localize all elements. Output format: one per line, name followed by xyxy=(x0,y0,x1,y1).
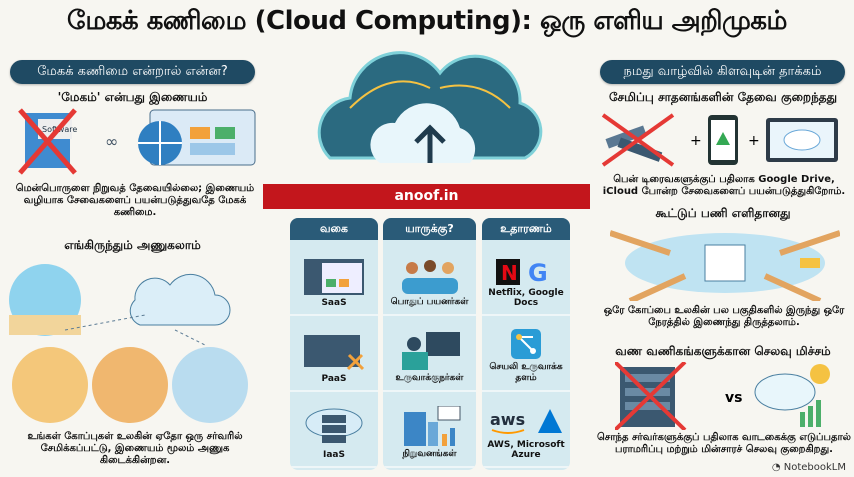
table-cell-users: பொதுப் பயனர்கள் xyxy=(383,240,476,316)
office-desktop-icon xyxy=(172,347,248,423)
left-section-header: மேகக் கணிமை என்றால் என்ன? xyxy=(10,60,255,84)
plus-icon: + xyxy=(690,133,702,149)
developer-icon xyxy=(401,332,460,370)
right-section-header: நமது வாழ்வில் கிளவுடின் தாக்கம் xyxy=(600,60,845,84)
cloud-dollar-icon xyxy=(754,373,816,411)
app-builder-icon xyxy=(511,329,541,359)
right-s1-title: சேமிப்பு சாதனங்களின் தேவை குறைந்தது xyxy=(608,90,838,104)
table-column-audience: யாருக்கு? பொதுப் பயனர்கள் உருவாக்குநர்கள… xyxy=(383,218,476,470)
left-s2-title: எங்கிருந்தும் அணுகலாம் xyxy=(64,238,201,252)
buildings-growth-icon xyxy=(403,406,460,446)
people-group-icon xyxy=(401,260,458,294)
cloud-upload-illustration xyxy=(317,51,543,163)
column-header: யாருக்கு? xyxy=(383,218,476,240)
server-rack-icon xyxy=(615,362,687,430)
software-box-icon: Software xyxy=(18,108,77,175)
svg-text:aws: aws xyxy=(490,410,525,429)
code-tools-icon xyxy=(304,335,364,371)
web-app-icon xyxy=(304,259,364,295)
table-cell-paas: PaaS xyxy=(290,316,378,392)
globe-browser-icon xyxy=(138,109,256,166)
server-cloud-icon xyxy=(305,408,363,443)
link-icon: ∞ xyxy=(105,132,118,151)
left-s1-text: மென்பொருளை நிறுவத் தேவையில்லை; இணையம் வழ… xyxy=(15,183,255,218)
site-banner: anoof.in xyxy=(263,184,590,209)
table-cell-companies: நிறுவனங்கள் xyxy=(383,392,476,468)
access-anywhere-illustration xyxy=(9,264,248,423)
column-header: உதாரணம் xyxy=(482,218,570,240)
shared-document-icon xyxy=(704,244,746,282)
vs-label: vs xyxy=(725,390,742,406)
table-cell-app-platform: செயலி உருவாக்க தளம் xyxy=(482,316,570,392)
table-column-type: வகை SaaS PaaS IaaS xyxy=(290,218,378,470)
collaboration-illustration xyxy=(610,230,840,301)
person-phone-icon xyxy=(12,347,88,423)
cloud-server-icon xyxy=(129,273,231,326)
right-s2-text: ஒரே கோப்பை உலகின் பல பகுதிகளில் இருந்து … xyxy=(603,305,845,328)
svg-text:+: + xyxy=(748,133,760,149)
upload-arrow-icon xyxy=(414,124,446,163)
notebooklm-icon: ◔ xyxy=(771,462,784,473)
column-header: வகை xyxy=(290,218,378,240)
usb-to-cloud-illustration: + + xyxy=(601,113,838,167)
table-cell-developers: உருவாக்குநர்கள் xyxy=(383,316,476,392)
cafe-laptop-icon xyxy=(92,347,168,423)
svg-text:G: G xyxy=(528,259,548,285)
svg-text:N: N xyxy=(501,261,518,285)
notebooklm-watermark: ◔ NotebookLM xyxy=(771,462,846,473)
right-s1-text: பென் டிரைவகளுக்குப் பதிலாக Google Drive,… xyxy=(602,174,846,197)
right-s2-title: கூட்டுப் பணி எளிதானது xyxy=(655,206,791,220)
table-cell-iaas: IaaS xyxy=(290,392,378,468)
left-s2-text: உங்கள் கோப்புகள் உலகின் ஏதோ ஒரு சர்வரில்… xyxy=(27,431,243,466)
chat-bubble-icon xyxy=(800,258,820,268)
right-s3-title: வண வணிகங்களுக்கான செலவு மிச்சம் xyxy=(615,344,831,358)
right-s3-text: சொந்த சர்வர்களுக்குப் பதிலாக வாடகைக்கு எ… xyxy=(597,432,851,455)
table-cell-saas: SaaS xyxy=(290,240,378,316)
page-title: மேகக் கணிமை (Cloud Computing): ஒரு எளிய … xyxy=(67,6,787,36)
aws-azure-logos: aws xyxy=(490,409,562,434)
usb-drives-icon xyxy=(601,113,675,167)
software-to-internet-illustration: Software ∞ xyxy=(18,108,256,175)
left-s1-title: 'மேகம்' என்பது இணையம் xyxy=(57,90,208,104)
cost-savings-illustration: vs xyxy=(615,362,830,430)
